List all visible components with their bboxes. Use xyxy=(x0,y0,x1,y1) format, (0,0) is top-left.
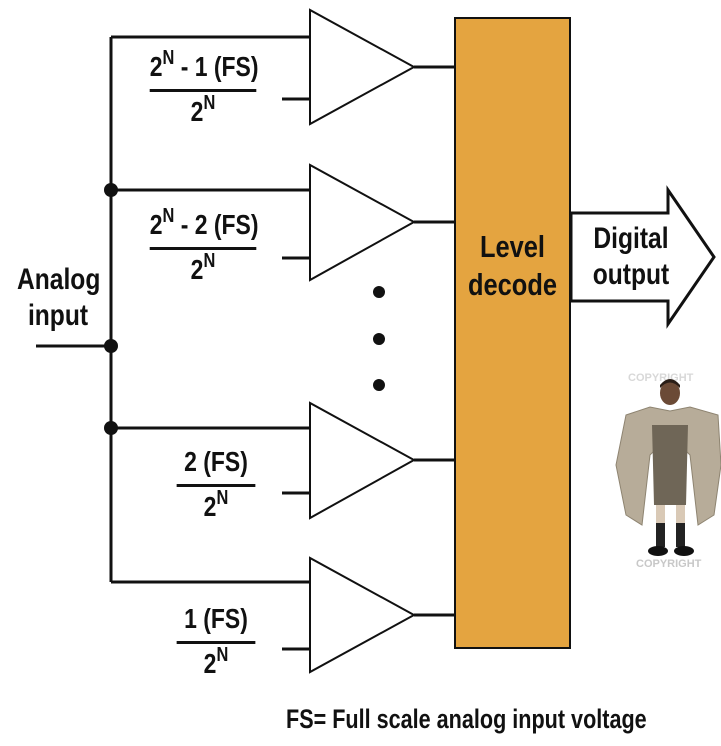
level-decode-block xyxy=(454,17,571,649)
threshold-denominator-2: 2N xyxy=(190,250,216,285)
photo-watermark-2: COPYRIGHT xyxy=(636,558,702,570)
coat-shape xyxy=(615,406,721,526)
hair-shape xyxy=(660,379,680,388)
fraction-bar-4 xyxy=(176,641,256,644)
analog-input-label: Analog input xyxy=(17,263,101,332)
ellipsis-dot-3 xyxy=(373,379,385,391)
left-sock xyxy=(656,523,665,547)
input-junction-dot xyxy=(104,339,118,353)
threshold-denominator-1: 2N xyxy=(190,92,216,127)
threshold-denominator-4: 2N xyxy=(203,644,229,679)
threshold-label-3: 2 (FS) 2N xyxy=(176,446,256,523)
threshold-denominator-3: 2N xyxy=(203,487,229,522)
threshold-label-2: 2N - 2 (FS) 2N xyxy=(149,205,259,286)
right-shoe xyxy=(674,546,694,556)
threshold-label-4: 1 (FS) 2N xyxy=(176,603,256,680)
ellipsis-dot-2 xyxy=(373,333,385,345)
fs-footnote: FS= Full scale analog input voltage xyxy=(286,704,647,734)
right-sock xyxy=(676,523,685,547)
comparator-2 xyxy=(309,163,417,282)
digital-output-label: Digital output xyxy=(592,222,670,291)
threshold-numerator-3: 2 (FS) xyxy=(184,446,248,477)
digital-output-arrow xyxy=(569,185,716,329)
threshold-numerator-2: 2N - 2 (FS) xyxy=(149,205,259,240)
head-shape xyxy=(660,381,680,405)
comparator-4 xyxy=(309,556,417,674)
comparator-3 xyxy=(309,401,417,520)
fraction-bar-2 xyxy=(149,247,257,250)
threshold-numerator-4: 1 (FS) xyxy=(184,603,248,634)
body-shape xyxy=(652,425,688,505)
trench-coat-man-photo: COPYRIGHT COPYRIGHT xyxy=(615,372,721,570)
threshold-label-1: 2N - 1 (FS) 2N xyxy=(149,47,259,128)
photo-watermark-1: COPYRIGHT xyxy=(628,372,694,384)
fraction-bar-3 xyxy=(176,484,256,487)
left-shoe xyxy=(648,546,668,556)
level-decode-label: Level decode xyxy=(468,229,557,302)
ellipsis-dot-1 xyxy=(373,286,385,298)
fraction-bar-1 xyxy=(149,89,257,92)
comparator-1 xyxy=(309,8,417,126)
threshold-numerator-1: 2N - 1 (FS) xyxy=(149,47,259,82)
